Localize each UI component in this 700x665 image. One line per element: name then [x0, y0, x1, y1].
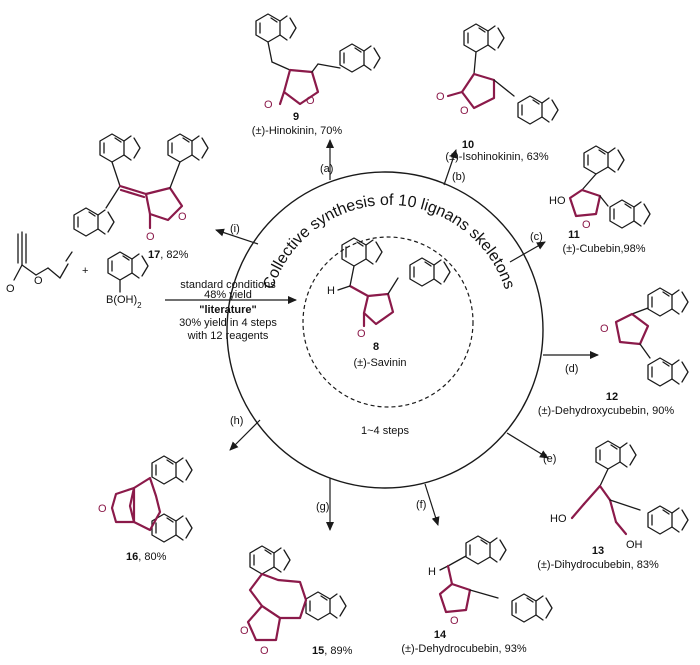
step-i: (i) — [230, 223, 240, 235]
atom-ether-o: O — [34, 275, 43, 287]
compound-11-name: (±)-Cubebin,98% — [562, 243, 645, 255]
boronic-label: B(OH)2 — [106, 294, 142, 310]
atom-h: H — [327, 285, 335, 297]
compound-9-name: (±)-Hinokinin, 70% — [252, 125, 343, 137]
atom-10-ring-o: O — [460, 105, 469, 117]
compound-8-number: 8 — [373, 341, 379, 353]
arrow-c — [509, 241, 546, 263]
compound-16-label: 16, 80% — [126, 551, 167, 563]
step-g: (g) — [316, 501, 329, 513]
compound-12-number: 12 — [606, 391, 618, 403]
atom-14-ring-o: O — [450, 615, 459, 627]
conditions-line3: "literature" — [199, 304, 257, 316]
step-e: (e) — [543, 453, 556, 465]
compound-10-name: (±)-Isohinokinin, 63% — [445, 151, 548, 163]
conditions-line1: standard conditions — [180, 279, 276, 291]
step-a: (a) — [320, 163, 333, 175]
atom-9-carbonyl-o: O — [264, 99, 273, 111]
compound-15-structure — [246, 545, 347, 642]
compound-14-number: 14 — [434, 629, 447, 641]
compound-15-label: 15, 89% — [312, 645, 353, 657]
arrow-b — [443, 149, 458, 186]
scheme-title: Collective synthesis of 10 lignans skele… — [260, 192, 517, 292]
step-c: (c) — [530, 231, 543, 243]
compound-17-label: 17, 82% — [148, 249, 189, 261]
atom-17-ring-o: O — [178, 211, 187, 223]
atom-11-ring-o: O — [582, 219, 591, 231]
compound-11-number: 11 — [568, 229, 580, 241]
conditions-line2b: 48% yield — [204, 289, 252, 301]
step-b: (b) — [452, 171, 465, 183]
dihydrocubebin-structure — [570, 440, 689, 536]
compound-14-name: (±)-Dehydrocubebin, 93% — [401, 643, 526, 655]
atom-11-ho: HO — [549, 195, 566, 207]
atom-carbonyl-o: O — [357, 328, 366, 340]
atom-13-ho: HO — [550, 513, 567, 525]
arrow-e — [506, 432, 549, 459]
compound-8-name: (±)-Savinin — [353, 357, 406, 369]
atom-13-oh: OH — [626, 539, 643, 551]
compound-17-structure — [73, 133, 209, 237]
compound-12-name: (±)-Dehydroxycubebin, 90% — [538, 405, 674, 417]
dehydrocubebin-structure — [438, 535, 553, 623]
atom-10-carbonyl-o: O — [436, 91, 445, 103]
steps-label: 1~4 steps — [361, 425, 410, 437]
plus-sign: + — [82, 265, 88, 277]
alkyne-ester-structure — [13, 231, 73, 281]
atom-15-ring-o: O — [260, 645, 269, 657]
dehydroxycubebin-structure — [614, 287, 689, 387]
step-h: (h) — [230, 415, 243, 427]
inner-dashed-circle — [302, 236, 474, 408]
compound-13-number: 13 — [592, 545, 604, 557]
arrow-i — [215, 228, 259, 245]
hinokinin-structure — [255, 13, 381, 106]
atom-15-carbonyl-o: O — [240, 625, 249, 637]
atom-ester-o: O — [6, 283, 15, 295]
arrow-h — [229, 419, 261, 451]
atom-12-ring-o: O — [600, 323, 609, 335]
atom-9-ring-o: O — [306, 95, 315, 107]
compound-13-name: (±)-Dihydrocubebin, 83% — [537, 559, 659, 571]
atom-14-h: H — [428, 566, 436, 578]
savinin-structure: H O — [327, 237, 451, 340]
aryl-boronic-structure — [107, 251, 149, 281]
atom-16-ring-o: O — [98, 503, 107, 515]
compound-16-structure — [110, 455, 193, 543]
cubebin-structure — [568, 145, 651, 229]
step-d: (d) — [565, 363, 578, 375]
outer-circle — [226, 171, 544, 489]
arrow-f — [424, 483, 440, 526]
compound-9-number: 9 — [293, 111, 299, 123]
isohinokinin-structure — [446, 23, 559, 125]
atom-17-carbonyl-o: O — [146, 231, 155, 243]
compound-10-number: 10 — [462, 139, 474, 151]
conditions-line4: 30% yield in 4 steps — [179, 317, 277, 329]
conditions-line5: with 12 reagents — [187, 330, 269, 342]
step-f: (f) — [416, 499, 426, 511]
